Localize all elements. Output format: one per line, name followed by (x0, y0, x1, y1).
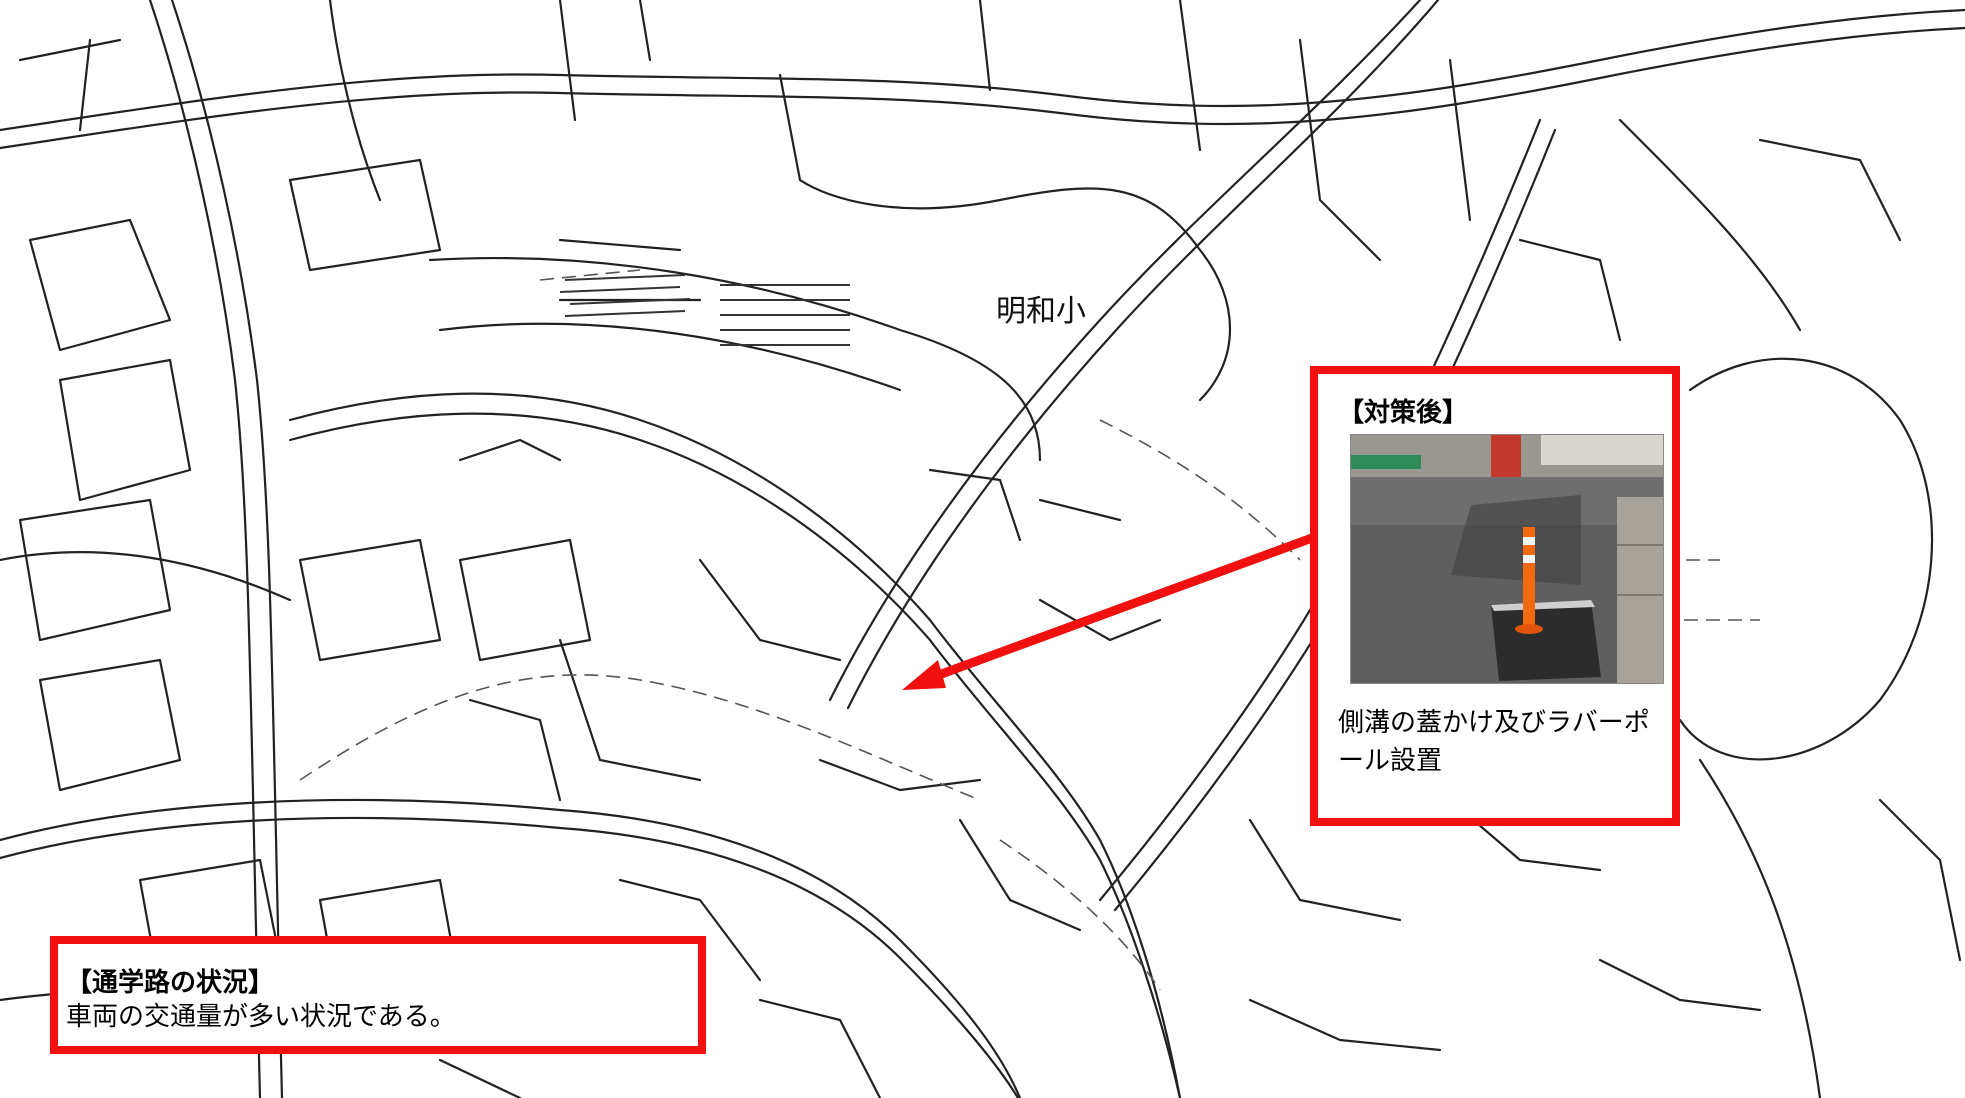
route-situation-title: 【通学路の状況】 (66, 968, 275, 998)
school-label: 明和小 (996, 294, 1086, 329)
route-situation-description: 車両の交通量が多い状況である。 (66, 1002, 456, 1032)
route-situation-callout: 【通学路の状況】 車両の交通量が多い状況である。 (50, 936, 706, 1054)
after-measure-description: 側溝の蓋かけ及びラバーポール設置 (1338, 708, 1650, 776)
track-lines (559, 274, 850, 346)
rubber-pole-photo (1350, 434, 1664, 684)
after-measure-callout: 【対策後】 側溝の蓋かけ及びラバーポール設置 (1310, 366, 1680, 826)
red-arrow-icon (902, 533, 1317, 690)
after-measure-title: 【対策後】 (1338, 398, 1469, 428)
